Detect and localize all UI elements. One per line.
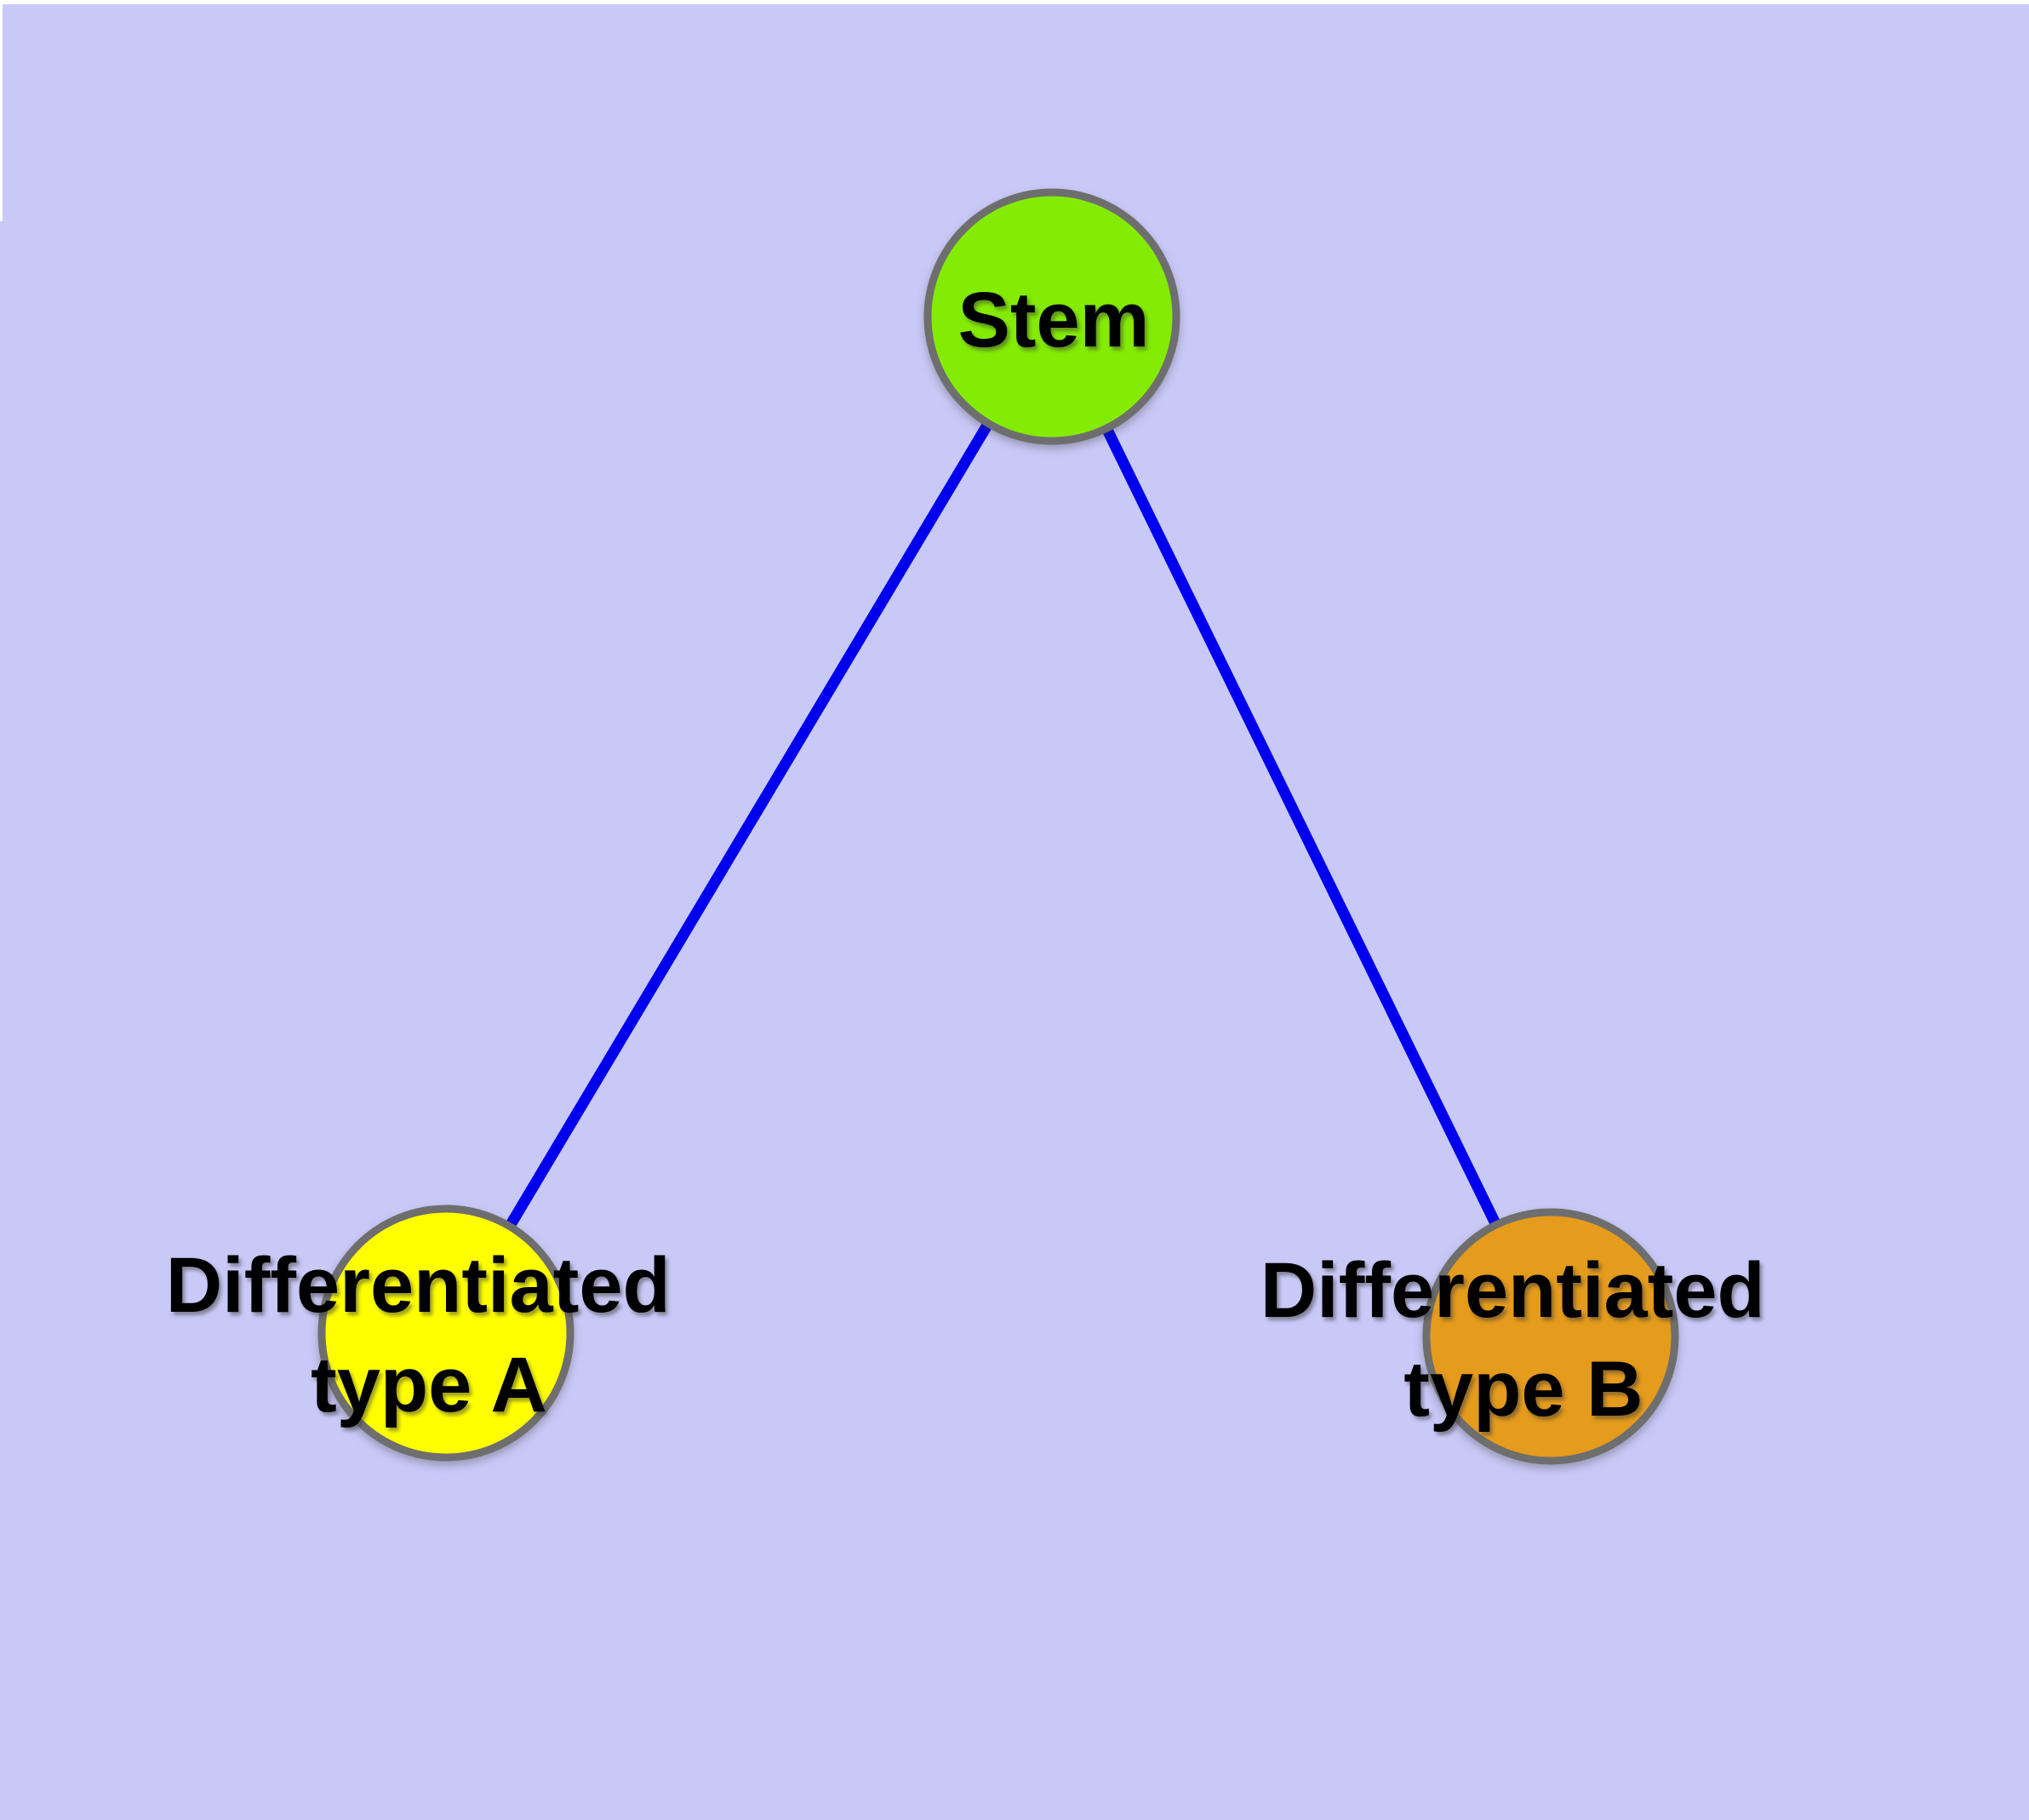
node-label-line: Differentiated: [166, 1242, 671, 1329]
window-edge-top: [0, 0, 2029, 4]
edge-stem-to-type-a: [441, 313, 1057, 1336]
node-stem-circle: [923, 188, 1180, 445]
window-edge-left: [0, 0, 3, 221]
node-label-line: Stem: [958, 277, 1150, 363]
node-differentiated-type-a-label: Differentiated type A: [166, 1216, 693, 1428]
node-stem-label: Stem: [958, 277, 1150, 363]
node-label-line: type A: [311, 1342, 547, 1428]
node-label-line: type B: [1403, 1346, 1643, 1433]
node-label-line: Differentiated: [1260, 1247, 1765, 1334]
node-differentiated-type-a-circle: [317, 1205, 574, 1462]
edge-stem-to-type-b: [1047, 314, 1556, 1339]
node-differentiated-type-b-label: Differentiated type B: [1260, 1221, 1787, 1433]
node-differentiated-type-b-circle: [1422, 1208, 1679, 1465]
